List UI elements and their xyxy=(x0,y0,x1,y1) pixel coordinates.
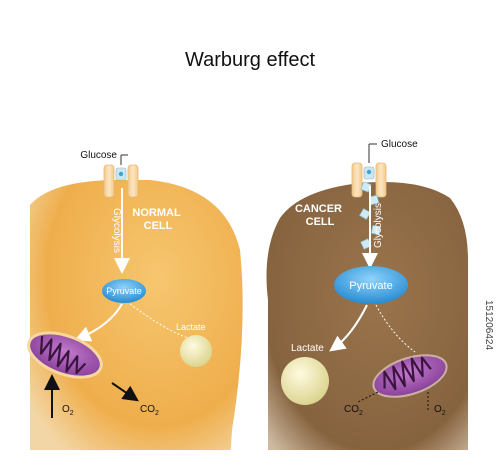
cancer-o2-label: O2 xyxy=(434,404,446,417)
cancer-pyruvate-to-lactate-arrow xyxy=(329,304,368,352)
normal-lactate-label: Lactate xyxy=(176,322,206,332)
normal-glycolysis-label: Glycolysis xyxy=(111,208,122,253)
normal-pyruvate xyxy=(102,279,146,303)
cancer-cell-body xyxy=(266,182,468,462)
page-title: Warburg effect xyxy=(185,49,316,71)
cancer-glucose-crystals xyxy=(359,181,381,250)
cancer-cell-label: CANCER CELL xyxy=(295,203,345,228)
normal-co2-arrow xyxy=(111,382,139,402)
stock-id-strip: 151206424 xyxy=(482,300,496,450)
normal-glucose-channel xyxy=(103,164,139,198)
cancer-glycolysis-label: Glycolysis xyxy=(373,203,384,248)
cancer-lactate xyxy=(281,357,329,405)
normal-pyruvate-label: Pyruvate xyxy=(106,286,142,296)
normal-glucose-label: Glucose xyxy=(80,150,117,161)
normal-mitochondrion xyxy=(27,331,103,379)
cancer-pyruvate xyxy=(334,266,408,304)
normal-co2-label: CO2 xyxy=(140,404,159,417)
normal-cell-label: NORMAL CELL xyxy=(132,207,183,232)
normal-lactate xyxy=(180,335,212,367)
cancer-lactate-label: Lactate xyxy=(291,343,324,354)
cancer-glucose-channel xyxy=(351,162,387,198)
cancer-pyruvate-to-mito-path xyxy=(375,304,416,353)
cancer-co2-label: CO2 xyxy=(344,404,363,417)
cancer-glucose-label: Glucose xyxy=(381,139,418,150)
cancer-mitochondrion xyxy=(372,354,448,398)
footer-strip xyxy=(0,450,500,468)
normal-cell-body xyxy=(30,180,243,462)
normal-o2-label: O2 xyxy=(62,404,74,417)
cancer-pyruvate-label: Pyruvate xyxy=(349,280,392,292)
stock-id: 151206424 xyxy=(483,300,494,351)
normal-pyruvate-to-mito-arrow xyxy=(74,303,123,342)
